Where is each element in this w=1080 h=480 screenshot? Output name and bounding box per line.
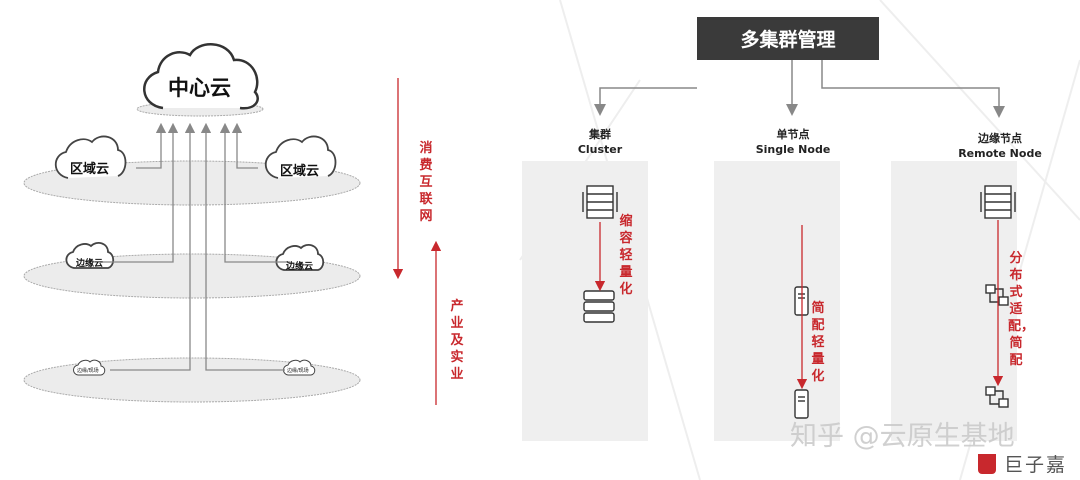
distributed-nodes-icon: [985, 284, 1009, 306]
site-cloud-icon: [283, 359, 316, 376]
distributed-nodes-icon: [985, 386, 1009, 408]
server-rack-icon: [582, 185, 618, 219]
region-cloud-icon: [264, 135, 337, 179]
region-cloud-label: 区域云: [280, 164, 320, 179]
site-cloud-icon: [73, 359, 106, 376]
industry-label: 产业及实业: [450, 299, 464, 382]
server-stack-icon: [583, 290, 615, 323]
edge-cloud-icon: [275, 243, 325, 271]
region-cloud-label: 区域云: [70, 162, 110, 177]
site-cloud-label: 边缘/现场: [77, 368, 99, 374]
center-cloud-icon: [143, 43, 259, 110]
consumer-internet-label: 消费互联网: [419, 141, 433, 224]
server-rack-icon: [980, 185, 1016, 219]
region-cloud-icon: [54, 135, 127, 179]
single-node-note: 简配轻量化: [811, 301, 825, 384]
uplink-arrows: [100, 122, 290, 371]
watermark: 知乎 @云原生基地: [790, 421, 1015, 452]
remote-node-note: 分布式适配，简配: [1008, 251, 1035, 368]
single-server-icon: [794, 389, 809, 419]
cluster-note: 缩容轻量化: [619, 214, 633, 297]
edge-cloud-label: 边缘云: [76, 259, 104, 269]
logo-mark-icon: [978, 453, 996, 474]
cluster-panel: [522, 161, 648, 441]
center-cloud-label: 中心云: [168, 76, 231, 100]
multi-cluster-title: 多集群管理: [697, 17, 879, 60]
layer-site: [23, 357, 361, 403]
single-node-panel: [714, 161, 840, 441]
logo: 巨子嘉: [978, 450, 1067, 477]
site-cloud-label: 边缘/现场: [287, 368, 309, 374]
logo-text: 巨子嘉: [1004, 454, 1068, 476]
edge-cloud-label: 边缘云: [286, 262, 314, 272]
